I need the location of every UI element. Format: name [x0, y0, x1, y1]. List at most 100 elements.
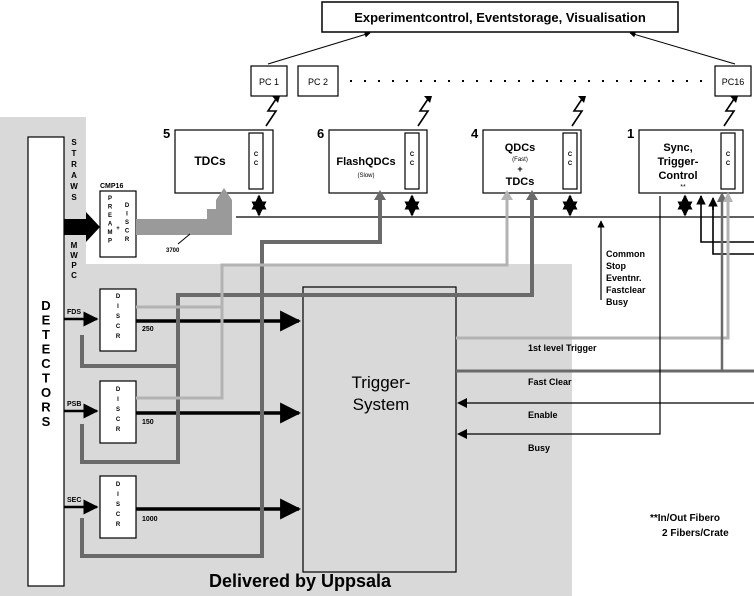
detectors-letter: R [41, 400, 51, 415]
bus-double-arrows [251, 194, 693, 217]
detectors-letter: E [42, 342, 51, 357]
svg-text:Fastclear: Fastclear [606, 285, 646, 295]
svg-text:Stop: Stop [606, 261, 626, 271]
signal-1st-level-trigger: 1st level Trigger [528, 343, 597, 353]
detectors-letter: C [41, 356, 51, 371]
row-sec-count: 1000 [142, 516, 158, 523]
cc-letter: C [568, 161, 573, 167]
straws-letter: W [70, 182, 78, 191]
mwpc-letter: C [71, 271, 77, 280]
pc2-label: PC 2 [308, 77, 328, 87]
crate-6-sub: (Slow) [357, 173, 374, 179]
trigger-system-label-2: System [353, 395, 410, 414]
detectors-letter: T [42, 327, 50, 342]
signal-busy: Busy [528, 443, 550, 453]
crate-1-label2: Trigger- [658, 156, 699, 168]
crate-1-label3: Control [658, 170, 697, 182]
trigger-system-box [302, 286, 457, 573]
footnote-line-1: **In/Out Fibero [650, 513, 720, 524]
crate-tdcs: 5 TDCs CC [163, 126, 274, 194]
cc-letter: C [254, 161, 259, 167]
discr-letter: R [116, 334, 121, 340]
preamp-letter: P [108, 239, 112, 245]
straws-letter: A [71, 171, 77, 180]
mwpc-letter: M [71, 241, 78, 250]
preamp-plus: + [116, 226, 120, 232]
preamp-letter: E [108, 213, 112, 219]
discr-letter: I [117, 304, 119, 310]
pc1-box [250, 65, 288, 97]
cmp-discr-letter: S [125, 220, 129, 226]
cc-letter: C [726, 152, 731, 158]
crate-5-cc [248, 132, 264, 190]
crate-5-number: 5 [163, 126, 170, 141]
row-psb-label: PSB [67, 401, 81, 408]
lightning-arrowheads [272, 96, 738, 103]
discr-letter: I [117, 492, 119, 498]
crate-5-label: TDCs [194, 154, 226, 168]
row-sec-label: SEC [67, 497, 81, 504]
straws-thick-arrow [64, 212, 100, 242]
crate-4-number: 4 [471, 126, 479, 141]
detectors-letter: T [42, 371, 50, 386]
pc1-label: PC 1 [259, 77, 279, 87]
svg-text:Eventnr.: Eventnr. [606, 273, 642, 283]
crate-4-label: QDCs [505, 142, 536, 154]
crate-1-mark: ** [680, 184, 686, 191]
detectors-letter: D [41, 298, 50, 313]
crate-6-number: 6 [317, 126, 324, 141]
count-3700: 3700 [166, 248, 180, 254]
discr-letter: R [116, 522, 121, 528]
delivered-by-uppsala: Delivered by Uppsala [209, 571, 392, 591]
discr-letter: S [116, 502, 120, 508]
lightning-icons [265, 98, 736, 127]
crate-1-cc [720, 132, 736, 190]
detectors-box [27, 136, 65, 587]
detectors-letter: E [42, 313, 51, 328]
crate-1-label: Sync, [663, 142, 692, 154]
mwpc-letter: P [71, 261, 77, 270]
straws-letter: T [72, 149, 77, 158]
discr-to-trigger-arrows [136, 310, 302, 520]
pc16-box [714, 65, 752, 97]
detectors-letter: O [41, 385, 51, 400]
cc-letter: C [410, 161, 415, 167]
pc2-box [297, 65, 339, 97]
discr-letter: S [116, 314, 120, 320]
mwpc-letter: W [70, 251, 78, 260]
preamp-letter: P [108, 196, 112, 202]
preamp-discr-box [99, 190, 137, 258]
discr-letter: C [116, 512, 121, 518]
gray-routing-lines [80, 196, 534, 558]
cmp-discr-letter: R [125, 237, 130, 243]
crate-4-label2: TDCs [506, 176, 535, 188]
experiment-control-label: Experimentcontrol, Eventstorage, Visuali… [354, 10, 646, 25]
gray-arrowheads [374, 190, 538, 200]
detectors-letter: S [42, 414, 51, 429]
discr-letter: R [116, 427, 121, 433]
discr-letter: D [116, 482, 121, 488]
preamp-letter: R [108, 205, 113, 211]
crate-1-number: 1 [627, 126, 634, 141]
common-stop-label: Common Stop Eventnr. Fastclear Busy [606, 249, 646, 307]
crate-6-cc [404, 132, 420, 190]
cc-letter: C [726, 161, 731, 167]
cc-letter: C [410, 152, 415, 158]
cc-letter: C [568, 152, 573, 158]
row-fds-label: FDS [67, 309, 81, 316]
cmp16-label: CMP16 [100, 183, 123, 190]
signal-arrowheads [457, 192, 733, 439]
cmp-discr-letter: D [125, 203, 130, 209]
straws-letter: S [71, 193, 77, 202]
pc1-to-top-arrow [267, 31, 371, 65]
preamp-letter: A [108, 222, 113, 228]
